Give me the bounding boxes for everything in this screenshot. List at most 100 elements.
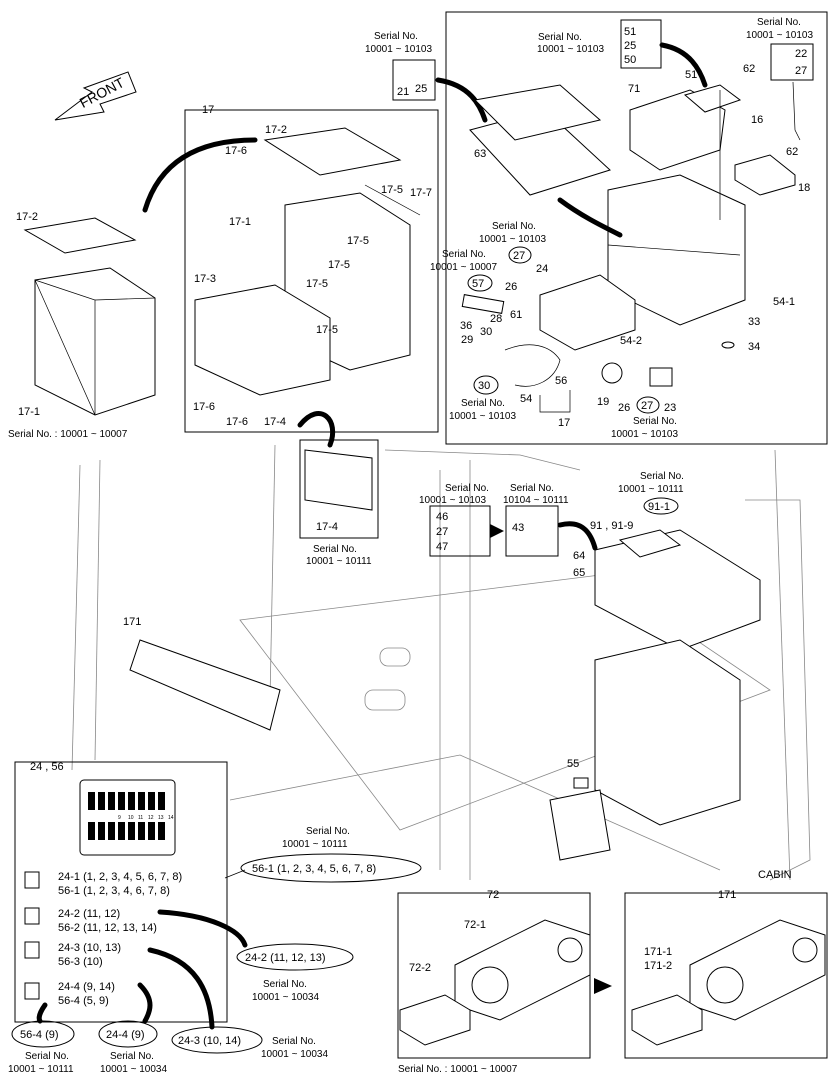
label-30-circle: 30 [478,380,490,392]
label-54-1: 54 [520,393,532,405]
fuse-box-title: 24 , 56 [30,761,64,773]
serial-46-label: Serial No. [445,483,489,494]
label-17-4-detail: 17-4 [316,521,338,533]
serial-23-label: Serial No. [633,416,677,427]
serial-243-label: Serial No. [272,1036,316,1047]
serial-57-range: 10001 ~ 10007 [430,262,497,273]
label-17-frame: 54-1 [773,296,795,308]
label-18: 18 [798,182,810,194]
fuse-slot [108,822,115,840]
serial-30-label: Serial No. [461,398,505,409]
serial-561-label: Serial No. [306,826,350,837]
label-17-6-mid: 17-6 [193,401,215,413]
label-91-91-9: 91 , 91-9 [590,520,633,532]
serial-72-label: Serial No. : 10001 ~ 10007 [398,1064,518,1075]
label-17-5-c: 17-5 [328,259,350,271]
label-65: 65 [573,567,585,579]
serial-243b-range: 10001 ~ 10034 [252,992,319,1003]
oval-24-2: 24-2 (11, 12, 13) [245,952,326,964]
label-72-2: 72-2 [409,962,431,974]
label-30: 30 [480,326,492,338]
label-56: 54-2 [620,335,642,347]
label-25-inset: 25 [415,83,427,95]
label-50: 50 [624,54,636,66]
label-26-b: 26 [618,402,630,414]
serial-21-label: Serial No. [374,31,418,42]
label-57: 57 [472,278,484,290]
serial-243-range: 10001 ~ 10034 [261,1049,328,1060]
front-arrow: FRONT [54,71,137,121]
label-17-5-a: 17-5 [381,184,403,196]
group-17-4-detail: 17-4 Serial No. 10001 ~ 10111 [299,439,379,567]
label-17-2-left: 17-2 [16,211,38,223]
label-27-inset: 27 [795,65,807,77]
group-17-title: 17 [202,104,214,116]
cabin-label: CABIN [758,869,792,881]
label-24: 24 [536,263,548,275]
fuse-row-4-a: 24-4 (9, 14) [58,981,115,993]
leader-arc-51 [659,42,708,88]
label-63: 63 [474,148,486,160]
gauge-171-box: 171 171-1 171-2 [624,889,828,1059]
cabin-outline: 171 55 CABIN [71,444,811,881]
label-47: 47 [436,541,448,553]
fuse-row-2-b: 56-2 (11, 12, 13, 14) [58,922,157,934]
label-26: 26 [505,281,517,293]
label-22: 22 [795,48,807,60]
label-61: 61 [510,309,522,321]
serial-27-label: Serial No. [492,221,536,232]
label-171-2: 171-2 [644,960,672,972]
label-46: 46 [436,511,448,523]
fuse-slot [98,792,105,810]
label-71: 71 [628,83,640,95]
label-29: 29 [461,334,473,346]
fuse-slot [158,792,165,810]
fuse-slot [88,792,95,810]
label-21: 21 [397,86,409,98]
oval-24-3: 24-3 (10, 14) [178,1035,241,1047]
fuse-row-4-b: 56-4 (5, 9) [58,995,109,1007]
mid-insets: Serial No. 10001 ~ 10103 46 27 47 Serial… [419,471,684,579]
label-17-6-top: 17-6 [225,145,247,157]
label-54-2: 56 [555,375,567,387]
label-17-1: 17-1 [229,216,251,228]
label-17-3: 17-3 [194,273,216,285]
serial-564-range: 10001 ~ 10111 [8,1064,74,1075]
label-55: 55 [567,758,579,770]
serial-17-4-range: 10001 ~ 10111 [306,556,372,567]
group-17-detail-left: 17-2 17-1 Serial No. : 10001 ~ 10007 [8,211,156,440]
fuse-slot [138,822,145,840]
fuse-slot [108,792,115,810]
serial-46-range: 10001 ~ 10103 [419,495,486,506]
label-27-circle: 27 [513,250,525,262]
label-51: 51 [685,69,697,81]
fuse-row-3: 24-3 (10, 13) 56-3 (10) [24,941,121,968]
label-72-1: 72-1 [464,919,486,931]
label-28: 28 [490,313,502,325]
label-33: 33 [748,316,760,328]
serial-label-left: Serial No. : 10001 ~ 10007 [8,429,128,440]
gauge-72-box: 72 72-1 72-2 Serial No. : 10001 ~ 10007 [397,889,591,1075]
oval-56-1: 56-1 (1, 2, 3, 4, 5, 6, 7, 8) [252,863,376,875]
fuse-slot [148,792,155,810]
label-171-1: 171-1 [644,946,672,958]
fuse-number: 13 [158,815,164,821]
label-54: 17 [558,417,570,429]
label-17-4: 17-4 [264,416,286,428]
fuse-row-2: 24-2 (11, 12) 56-2 (11, 12, 13, 14) [24,907,157,934]
leader-arc-24-2 [157,909,248,948]
serial-ur-range: 10001 ~ 10103 [537,44,604,55]
leader-arc-21 [435,77,488,123]
oval-24-4: 24-4 (9) [106,1029,145,1041]
fuse-slot [148,822,155,840]
serial-244-label: Serial No. [110,1051,154,1062]
label-17-1-left: 17-1 [18,406,40,418]
serial-243b-label: Serial No. [263,979,307,990]
fuse-row-1-b: 56-1 (1, 2, 3, 4, 6, 7, 8) [58,885,170,897]
serial-30-range: 10001 ~ 10103 [449,411,516,422]
group-17-box: 17 17-2 17-6 17-1 17-5 17-7 17-5 17-5 17… [184,104,439,433]
serial-ur-label: Serial No. [538,32,582,43]
serial-43-range: 10104 ~ 10111 [503,495,569,506]
